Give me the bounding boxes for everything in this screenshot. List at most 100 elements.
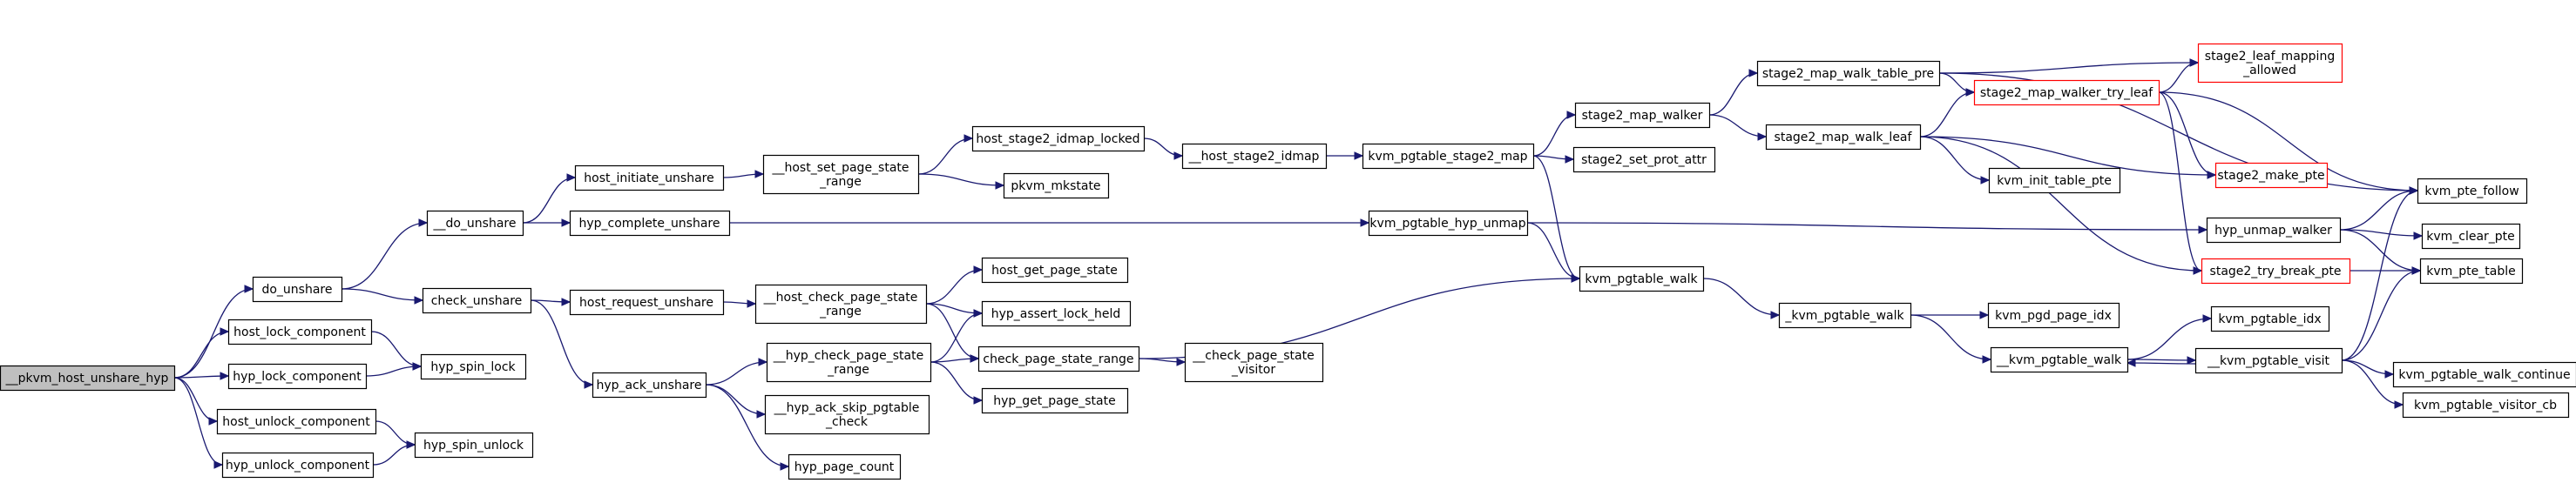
node-kvm-pgtable-walk[interactable]: __kvm_pgtable_walk	[1990, 346, 2129, 373]
node-kvm-pgtable-visitor-cb[interactable]: kvm_pgtable_visitor_cb	[2402, 392, 2570, 419]
node-label: kvm_pgtable_idx	[2218, 312, 2321, 326]
node-kvm-pte-follow[interactable]: kvm_pte_follow	[2417, 178, 2528, 205]
edge-do-unshare-to-check-unshare	[341, 288, 424, 305]
node-check-unshare[interactable]: check_unshare	[422, 287, 532, 314]
node-stage2-try-break-pte[interactable]: stage2_try_break_pte	[2201, 258, 2351, 285]
node-hyp-unlock-component[interactable]: hyp_unlock_component	[221, 452, 375, 479]
node-box	[414, 432, 534, 459]
edge-kvm-pgtable-walk-to-kvm-pgtable-walk	[1702, 278, 1781, 319]
edge-kvm-pgtable-stage2-map-to-stage2-map-walker	[1532, 111, 1577, 157]
node-hyp-spin-unlock[interactable]: hyp_spin_unlock	[414, 432, 534, 459]
node-box	[754, 284, 928, 325]
node-kvm-pgtable-walk-continue[interactable]: kvm_pgtable_walk_continue	[2392, 361, 2576, 388]
node-box	[1987, 302, 2120, 329]
node-kvm-pgtable-walk[interactable]: _kvm_pgtable_walk	[1778, 302, 1912, 329]
edge-hyp-ack-unshare-to-hyp-page-count	[705, 384, 790, 471]
node-label: __do_unshare	[432, 217, 516, 231]
node-box	[227, 319, 373, 345]
node-box	[1368, 210, 1529, 237]
node-hyp-assert-lock-held[interactable]: hyp_assert_lock_held	[981, 300, 1132, 327]
edge-kvm-pgtable-hyp-unmap-to-hyp-unmap-walker	[1526, 222, 2208, 234]
node-box	[1988, 167, 2121, 194]
node-hyp-get-page-state[interactable]: hyp_get_page_state	[981, 387, 1129, 414]
node-hyp-page-count[interactable]: hyp_page_count	[788, 453, 902, 480]
edge-kvm-pgtable-walk-to-kvm-pgd-page-idx	[1910, 311, 1990, 319]
edge-check-page-state-range-to-check-page-state-visitor	[1138, 358, 1187, 366]
node-stage2-map-walker-try-leaf[interactable]: stage2_map_walker_try_leaf	[1973, 79, 2160, 106]
node-box	[1003, 172, 1110, 199]
node-host-unlock-component[interactable]: host_unlock_component	[216, 408, 377, 435]
node-stage2-map-walk-table-pre[interactable]: stage2_map_walk_table_pre	[1756, 60, 1941, 87]
node-label: hyp_spin_lock	[430, 360, 516, 374]
node-box	[569, 289, 725, 316]
node-label: _visitor	[1231, 363, 1275, 377]
node-box	[788, 453, 902, 480]
node-box	[1572, 146, 1716, 173]
node-stage2-make-pte[interactable]: stage2_make_pte	[2214, 162, 2329, 189]
node-kvm-pgtable-walk[interactable]: kvm_pgtable_walk	[1579, 265, 1705, 292]
edge-kvm-pgtable-visit-to-kvm-pgtable-walk	[2126, 359, 2196, 367]
edge-hyp-lock-component-to-hyp-spin-lock	[365, 362, 423, 377]
node-stage2-map-walk-leaf[interactable]: stage2_map_walk_leaf	[1765, 124, 1922, 151]
node-kvm-pte-table[interactable]: kvm_pte_table	[2419, 258, 2524, 285]
node-label: kvm_pgtable_walk	[1585, 272, 1698, 286]
edge-host-set-page-state-range-to-pkvm-mkstate	[917, 173, 1005, 190]
node-host-check-page-state-range[interactable]: __host_check_page_state_range	[754, 284, 928, 325]
node-pkvm-mkstate[interactable]: pkvm_mkstate	[1003, 172, 1110, 199]
edge-stage2-map-walker-try-leaf-to-stage2-leaf-mapping-allowed	[2158, 58, 2200, 93]
edge-stage2-map-walker-to-stage2-map-walk-table-pre	[1708, 69, 1759, 116]
node-box	[420, 353, 527, 380]
node-kvm-clear-pte[interactable]: kvm_clear_pte	[2421, 223, 2521, 250]
edge-stage2-map-walk-leaf-to-stage2-map-walker-try-leaf	[1919, 88, 1976, 138]
edge-kvm-pgtable-visit-to-kvm-pte-table	[2341, 266, 2422, 361]
node-host-request-unshare[interactable]: host_request_unshare	[569, 289, 725, 316]
edge-kvm-pgtable-stage2-map-to-stage2-set-prot-attr	[1532, 155, 1575, 164]
node-box	[2210, 305, 2330, 332]
node-check-page-state-range[interactable]: check_page_state_range	[977, 345, 1140, 372]
node-hyp-ack-unshare[interactable]: hyp_ack_unshare	[592, 372, 707, 399]
node-label: stage2_map_walk_table_pre	[1762, 67, 1934, 81]
node-box	[569, 210, 731, 237]
node-host-set-page-state-range[interactable]: __host_set_page_state_range	[762, 154, 920, 195]
node-box	[1362, 143, 1535, 170]
node-kvm-pgtable-stage2-map[interactable]: kvm_pgtable_stage2_map	[1362, 143, 1535, 170]
node-box	[2417, 178, 2528, 205]
node-box	[426, 210, 524, 237]
edge-hyp-unmap-walker-to-kvm-clear-pte	[2339, 229, 2424, 240]
node-hyp-lock-component[interactable]: hyp_lock_component	[227, 363, 368, 390]
node-host-stage2-idmap[interactable]: __host_stage2_idmap	[1181, 143, 1328, 170]
node-stage2-leaf-mapping-allowed[interactable]: stage2_leaf_mapping_allowed	[2197, 43, 2343, 84]
node-host-lock-component[interactable]: host_lock_component	[227, 319, 373, 345]
node-kvm-pgd-page-idx[interactable]: kvm_pgd_page_idx	[1987, 302, 2120, 329]
edge-hyp-ack-unshare-to-hyp-check-page-state-range	[705, 358, 768, 386]
graph-nodes: __pkvm_host_unshare_hyp do_unshare host_lo…	[0, 43, 2576, 480]
edge-kvm-pgtable-hyp-unmap-to-kvm-pgtable-walk	[1526, 222, 1581, 283]
node-hyp-check-page-state-range[interactable]: __hyp_check_page_state_range	[766, 342, 932, 383]
node-do-unshare[interactable]: do_unshare	[252, 276, 343, 303]
edge-root-to-host-unlock-component	[173, 377, 219, 426]
node-stage2-map-walker[interactable]: stage2_map_walker	[1574, 102, 1711, 129]
node-root[interactable]: __pkvm_host_unshare_hyp	[0, 365, 176, 392]
node-label: pkvm_mkstate	[1011, 179, 1100, 193]
edge-hyp-unmap-walker-to-kvm-pte-table	[2339, 229, 2422, 275]
node-kvm-pgtable-visit[interactable]: __kvm_pgtable_visit	[2194, 347, 2343, 374]
node-host-stage2-idmap-locked[interactable]: host_stage2_idmap_locked	[971, 125, 1146, 152]
node-label: stage2_set_prot_attr	[1581, 153, 1707, 167]
node-hyp-complete-unshare[interactable]: hyp_complete_unshare	[569, 210, 731, 237]
node-host-get-page-state[interactable]: host_get_page_state	[981, 257, 1129, 284]
node-kvm-init-table-pte[interactable]: kvm_init_table_pte	[1988, 167, 2121, 194]
node-box	[981, 387, 1129, 414]
node-kvm-pgtable-hyp-unmap[interactable]: kvm_pgtable_hyp_unmap	[1368, 210, 1529, 237]
node-stage2-set-prot-attr[interactable]: stage2_set_prot_attr	[1572, 146, 1716, 173]
node-label: host_unlock_component	[222, 415, 370, 429]
node-hyp-spin-lock[interactable]: hyp_spin_lock	[420, 353, 527, 380]
node-hyp-unmap-walker[interactable]: hyp_unmap_walker	[2206, 217, 2342, 244]
edge-stage2-map-walk-table-pre-to-stage2-leaf-mapping-allowed	[1938, 58, 2200, 74]
edge-kvm-pgtable-walk-to-kvm-pgtable-visit	[2126, 356, 2197, 365]
node-check-page-state-visitor[interactable]: __check_page_state_visitor	[1184, 342, 1324, 383]
node-host-initiate-unshare[interactable]: host_initiate_unshare	[574, 164, 725, 191]
node-kvm-pgtable-idx[interactable]: kvm_pgtable_idx	[2210, 305, 2330, 332]
node-label: __hyp_ack_skip_pgtable	[774, 401, 920, 415]
node-hyp-ack-skip-pgtable-check[interactable]: __hyp_ack_skip_pgtable_check	[764, 394, 930, 435]
node-do-unshare[interactable]: __do_unshare	[426, 210, 524, 237]
